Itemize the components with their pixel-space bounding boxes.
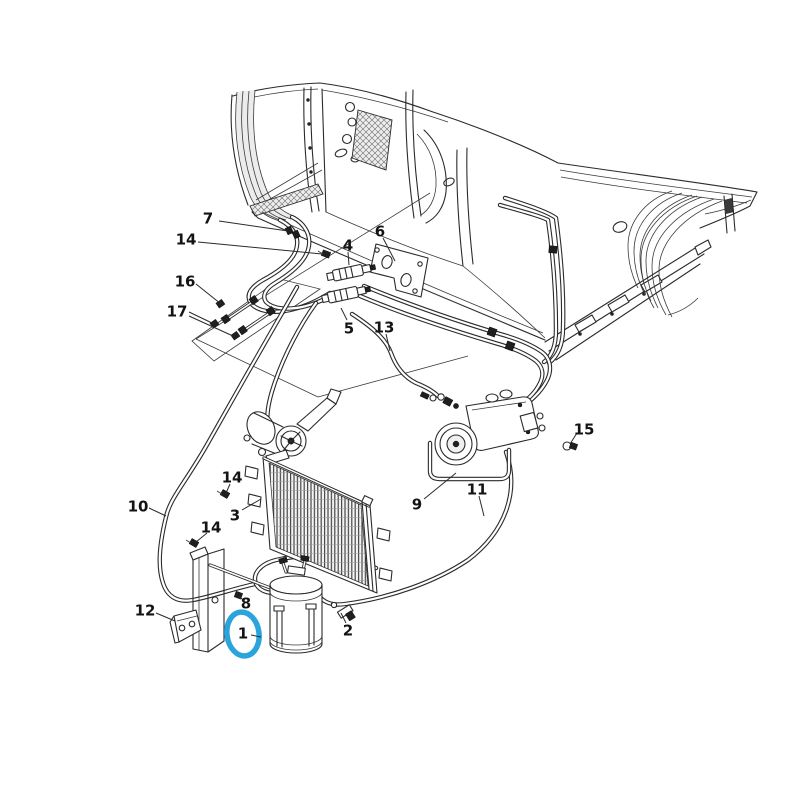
callout-leader [340, 612, 347, 624]
bolt-14-mid [216, 489, 231, 499]
callout-leader [238, 595, 244, 601]
callout-label: 11 [467, 481, 488, 499]
callout-leader [241, 498, 262, 511]
heater-pipes-and-fittings [209, 214, 339, 341]
callout-label: 1 [238, 625, 248, 643]
callout-leader [382, 237, 396, 262]
callout-leader [478, 495, 485, 517]
condenser-drawing [185, 447, 393, 594]
callout-label: 2 [343, 622, 353, 640]
bracket-foot [169, 609, 202, 644]
coupler-4 [326, 263, 377, 282]
quick-couplers [321, 263, 377, 304]
callout-label: 12 [135, 602, 156, 620]
hose-clamp [504, 340, 516, 352]
callout-leader [195, 283, 222, 305]
compressor-body [465, 396, 539, 451]
bolt-15 [562, 441, 579, 451]
callout-leader [188, 315, 234, 337]
pillar-tube-shading [235, 90, 296, 221]
callout-label: 3 [230, 507, 240, 525]
receiver-drier-drawing [269, 555, 356, 654]
door-pillar [303, 87, 313, 213]
cab-rear-tip [699, 191, 758, 229]
coupler-5 [321, 285, 372, 304]
wheel-arch-stripes [627, 190, 752, 318]
callout-label: 15 [574, 421, 595, 439]
junction-plate [369, 243, 429, 298]
callout-label: 10 [128, 498, 149, 516]
drier-top-fitting [286, 565, 306, 576]
callout-leader [197, 241, 323, 255]
callout-label: 14 [176, 231, 197, 249]
pipe-clamp [284, 225, 301, 240]
bolt-14-top [317, 249, 332, 259]
callout-leader [423, 472, 457, 500]
cab-top-edge [232, 82, 559, 164]
idler-pulley-unit [243, 388, 342, 465]
callout-leader [569, 432, 578, 445]
callout-leader [218, 220, 289, 232]
small-pipes-16-17 [209, 294, 276, 341]
firewall-holes [321, 88, 360, 213]
callout-leader [340, 307, 348, 321]
hose-clamp [548, 245, 558, 254]
cab-rear-top-edge [557, 162, 758, 193]
rear-strut [723, 193, 736, 234]
callout-label: 7 [203, 210, 213, 228]
hoses [157, 195, 566, 607]
truck-cab-drawing [230, 82, 758, 361]
callout-leader [347, 251, 350, 266]
callout-label: 13 [374, 319, 395, 337]
callout-label: 14 [222, 469, 243, 487]
callout-leader [250, 634, 262, 638]
callout-leader [195, 532, 208, 543]
callout-label: 4 [343, 237, 353, 255]
callout-label: 6 [375, 223, 385, 241]
side-panel-hole [612, 221, 628, 233]
rear-sill [544, 239, 712, 361]
pipe-13-fittings [437, 393, 459, 409]
pillar-bolt-dots [306, 98, 314, 198]
hose-r2 [357, 293, 545, 413]
callout-leader [225, 483, 231, 494]
callout-label: 14 [201, 519, 222, 537]
bracket-hole [211, 596, 219, 604]
pipe-13 [349, 311, 441, 399]
callout-leader [148, 507, 167, 517]
a-pillar-outer-edge [230, 94, 249, 206]
corrugated-panel [351, 109, 393, 171]
callout-label: 5 [344, 320, 354, 338]
panel-hole [443, 177, 455, 187]
callout-label: 8 [241, 595, 251, 613]
highlight-ellipse [224, 609, 262, 659]
idler-bracket-arm [296, 397, 337, 432]
tunnel-hump [423, 129, 447, 224]
compressor-drawing [419, 389, 579, 482]
hose-r1 [361, 283, 553, 415]
condenser-fins [268, 462, 369, 587]
bolt-14-low [185, 538, 200, 548]
callout-label: 16 [175, 273, 196, 291]
callout-leader [155, 612, 176, 622]
wheel-arch-shading [640, 195, 698, 309]
callout-label: 17 [167, 303, 188, 321]
condenser-fitting [257, 447, 267, 457]
hose-clamp [486, 326, 498, 338]
callout-leader [188, 311, 213, 324]
callout-label: 9 [412, 496, 422, 514]
compressor-manifold [519, 411, 539, 433]
callout-leader [385, 333, 391, 352]
